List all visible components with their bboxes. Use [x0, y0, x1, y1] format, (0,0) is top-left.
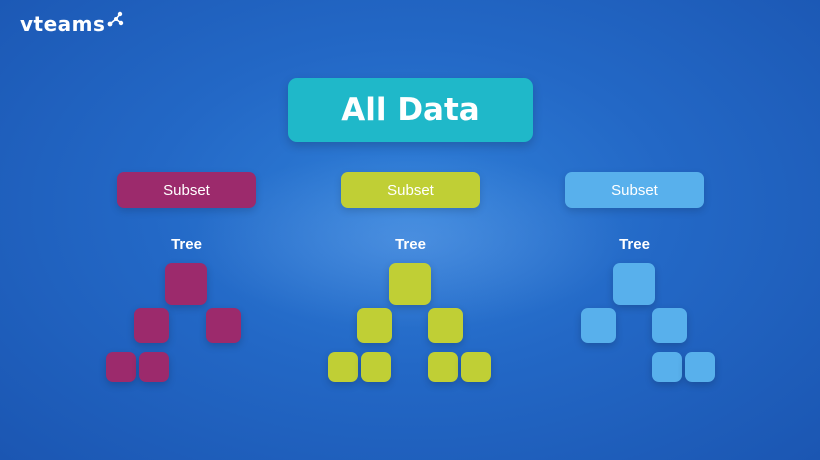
- network-icon: [108, 11, 124, 27]
- tree-leaf: [685, 352, 715, 382]
- tree-node-root: [165, 263, 207, 305]
- subset-box-3: Subset: [565, 172, 704, 208]
- tree-leaf: [106, 352, 136, 382]
- subset-label: Subset: [387, 181, 434, 199]
- tree-label-3: Tree: [619, 236, 650, 253]
- tree-leaf: [652, 352, 682, 382]
- tree-node-left: [581, 308, 616, 343]
- tree-node-right: [206, 308, 241, 343]
- tree-leaf: [361, 352, 391, 382]
- tree-node-right: [428, 308, 463, 343]
- tree-leaf: [328, 352, 358, 382]
- subset-box-1: Subset: [117, 172, 256, 208]
- tree-leaf: [139, 352, 169, 382]
- subset-label: Subset: [163, 181, 210, 199]
- subset-label: Subset: [611, 181, 658, 199]
- tree-leaf: [461, 352, 491, 382]
- all-data-box: All Data: [288, 78, 533, 142]
- brand-logo: vteams: [20, 11, 124, 36]
- tree-leaf: [428, 352, 458, 382]
- tree-node-right: [652, 308, 687, 343]
- tree-node-root: [389, 263, 431, 305]
- brand-name: vteams: [20, 12, 106, 36]
- tree-label-2: Tree: [395, 236, 426, 253]
- tree-node-left: [357, 308, 392, 343]
- tree-label-1: Tree: [171, 236, 202, 253]
- subset-box-2: Subset: [341, 172, 480, 208]
- tree-node-root: [613, 263, 655, 305]
- all-data-label: All Data: [341, 92, 480, 128]
- tree-node-left: [134, 308, 169, 343]
